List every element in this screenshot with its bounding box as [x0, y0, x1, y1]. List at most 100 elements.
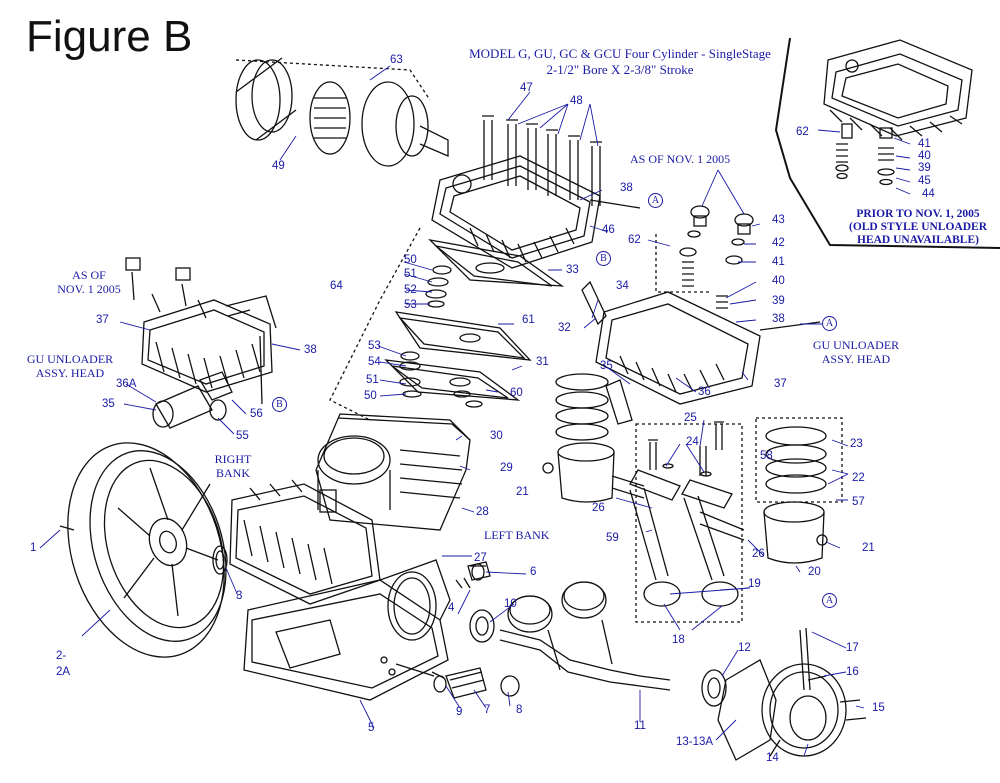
leader-lines	[39, 65, 911, 757]
callout-53-lower: 53	[368, 340, 381, 352]
callout-20: 20	[808, 566, 821, 578]
callout-2a: 2A	[56, 666, 71, 678]
callout-24: 24	[686, 436, 699, 448]
callout-62: 62	[628, 234, 641, 246]
callout-10: 10	[504, 598, 517, 610]
callout-32: 32	[558, 322, 571, 334]
gu-unloader-note-left: GU UNLOADER ASSY. HEAD	[20, 352, 120, 380]
right-line: RIGHT	[214, 452, 252, 466]
connecting-rods	[629, 421, 745, 623]
callout-45: 45	[918, 175, 931, 187]
callout-33: 33	[566, 264, 579, 276]
callout-47: 47	[520, 82, 533, 94]
unloader-valve-stack	[655, 205, 754, 309]
callout-40-inset: 40	[918, 150, 931, 162]
callout-7: 7	[484, 704, 491, 716]
model-header: MODEL G, GU, GC & GCU Four Cylinder - Si…	[440, 46, 800, 78]
callout-56: 56	[250, 408, 263, 420]
callout-27: 27	[474, 552, 487, 564]
callout-46: 46	[602, 224, 615, 236]
as-of-note-left: AS OF NOV. 1 2005	[54, 268, 124, 296]
marker-a-bottom: A	[822, 593, 837, 608]
marker-b-top: B	[596, 251, 611, 266]
callout-21-left: 21	[516, 486, 529, 498]
callout-35-left: 35	[102, 398, 115, 410]
as-of-date-line: NOV. 1 2005	[57, 282, 121, 296]
bore-stroke-line: 2-1/2" Bore X 2-3/8" Stroke	[546, 62, 694, 77]
callout-54: 54	[368, 356, 381, 368]
callout-3: 3	[236, 590, 243, 602]
gu-unloader-note-right: GU UNLOADER ASSY. HEAD	[806, 338, 906, 366]
callout-23: 23	[850, 438, 863, 450]
callout-63: 63	[390, 54, 403, 66]
callout-52: 52	[404, 284, 417, 296]
bank-line: BANK	[215, 466, 250, 480]
callout-49: 49	[272, 160, 285, 172]
callout-26-right: 26	[752, 548, 765, 560]
callout-30: 30	[490, 430, 503, 442]
as-of-note-right: AS OF NOV. 1 2005	[630, 152, 731, 166]
marker-b-left: B	[272, 397, 287, 412]
figure-title: Figure B	[26, 12, 193, 61]
callout-51-upper: 51	[404, 268, 417, 280]
bearings-seals	[212, 545, 727, 707]
callout-1: 1	[30, 542, 37, 554]
callout-41-inset: 41	[918, 138, 931, 150]
callout-42: 42	[772, 237, 785, 249]
callout-53-upper: 53	[404, 299, 417, 311]
callout-55: 55	[236, 430, 249, 442]
air-filter	[235, 57, 449, 167]
valve-plate-stack	[329, 227, 565, 421]
callout-28: 28	[476, 506, 489, 518]
callout-18: 18	[672, 634, 685, 646]
marker-a-top: A	[648, 193, 663, 208]
left-unloader-head	[125, 257, 277, 405]
callout-38-top: 38	[620, 182, 633, 194]
inset-divider	[774, 37, 1000, 249]
callout-9: 9	[456, 706, 463, 718]
crankshaft	[499, 581, 671, 691]
callout-36: 36	[698, 386, 711, 398]
prior-line-2: (OLD STYLE UNLOADER	[848, 221, 988, 233]
prior-note: PRIOR TO NOV. 1, 2005 (OLD STYLE UNLOADE…	[840, 208, 996, 247]
callout-61: 61	[522, 314, 535, 326]
callout-31: 31	[536, 356, 549, 368]
callout-13-13a: 13-13A	[676, 736, 714, 748]
breather-fittings	[395, 561, 520, 699]
callout-21-right: 21	[862, 542, 875, 554]
callout-57: 57	[852, 496, 865, 508]
gu-unloader-line: GU UNLOADER	[26, 352, 114, 366]
callout-29: 29	[500, 462, 513, 474]
right-bank-note: RIGHT BANK	[208, 452, 258, 480]
cylinder-block	[315, 413, 471, 531]
inset-head	[823, 39, 973, 186]
callout-51-lower: 51	[366, 374, 379, 386]
prior-line-3: HEAD UNAVAILABLE)	[857, 234, 979, 246]
callout-11: 11	[634, 720, 646, 732]
callout-34: 34	[616, 280, 629, 292]
callout-58: 58	[760, 450, 773, 462]
callout-17: 17	[846, 642, 859, 654]
callout-39: 39	[772, 295, 785, 307]
right-unloader-head	[581, 280, 821, 425]
callout-12: 12	[738, 642, 751, 654]
callout-19: 19	[748, 578, 761, 590]
callout-38-left: 38	[304, 344, 317, 356]
callout-35-right: 35	[600, 360, 613, 372]
callout-25: 25	[684, 412, 697, 424]
assy-head-line: ASSY. HEAD	[821, 352, 891, 366]
callout-16: 16	[846, 666, 859, 678]
marker-a-right: A	[822, 316, 837, 331]
callout-8: 8	[516, 704, 523, 716]
left-bank-note: LEFT BANK	[484, 528, 550, 542]
callout-43: 43	[772, 214, 785, 226]
callout-40: 40	[772, 275, 785, 287]
top-head	[431, 155, 641, 269]
callout-41: 41	[772, 256, 785, 268]
callout-37-right: 37	[774, 378, 787, 390]
callout-64: 64	[330, 280, 343, 292]
callout-14: 14	[766, 752, 779, 764]
callout-22: 22	[852, 472, 865, 484]
